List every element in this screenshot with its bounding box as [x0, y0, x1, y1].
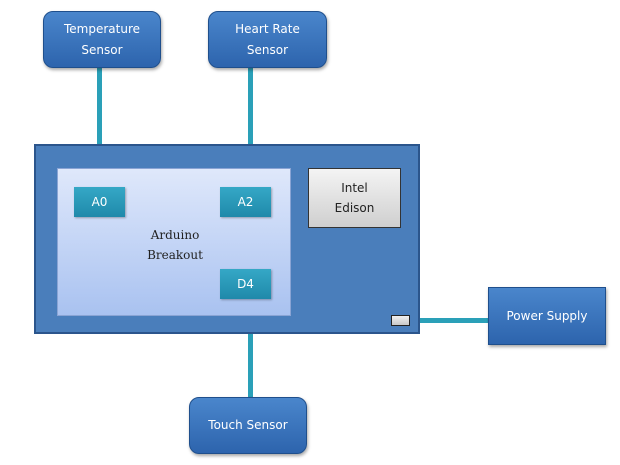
- heart-rate-sensor-label-2: Sensor: [246, 42, 289, 57]
- wire-heartrate-a2: [248, 68, 253, 186]
- wire-temperature-a0: [97, 68, 102, 186]
- temperature-sensor-label-1: Temperature: [63, 21, 140, 36]
- pin-a2[interactable]: A2: [220, 187, 271, 217]
- pin-d4[interactable]: D4: [220, 269, 271, 299]
- arduino-breakout-label: Arduino Breakout: [147, 228, 203, 262]
- temperature-sensor-label-2: Sensor: [81, 42, 123, 57]
- wire-power: [412, 318, 490, 323]
- pin-a0[interactable]: A0: [74, 187, 125, 217]
- touch-sensor[interactable]: Touch Sensor: [189, 397, 307, 454]
- power-port: [391, 315, 410, 326]
- wire-touch-d4: [248, 303, 253, 399]
- power-supply[interactable]: Power Supply: [488, 287, 606, 345]
- intel-edison[interactable]: Intel Edison: [308, 168, 401, 228]
- heart-rate-sensor[interactable]: Heart Rate Sensor: [208, 11, 327, 68]
- heart-rate-sensor-label-1: Heart Rate: [235, 21, 300, 36]
- temperature-sensor[interactable]: Temperature Sensor: [43, 11, 161, 68]
